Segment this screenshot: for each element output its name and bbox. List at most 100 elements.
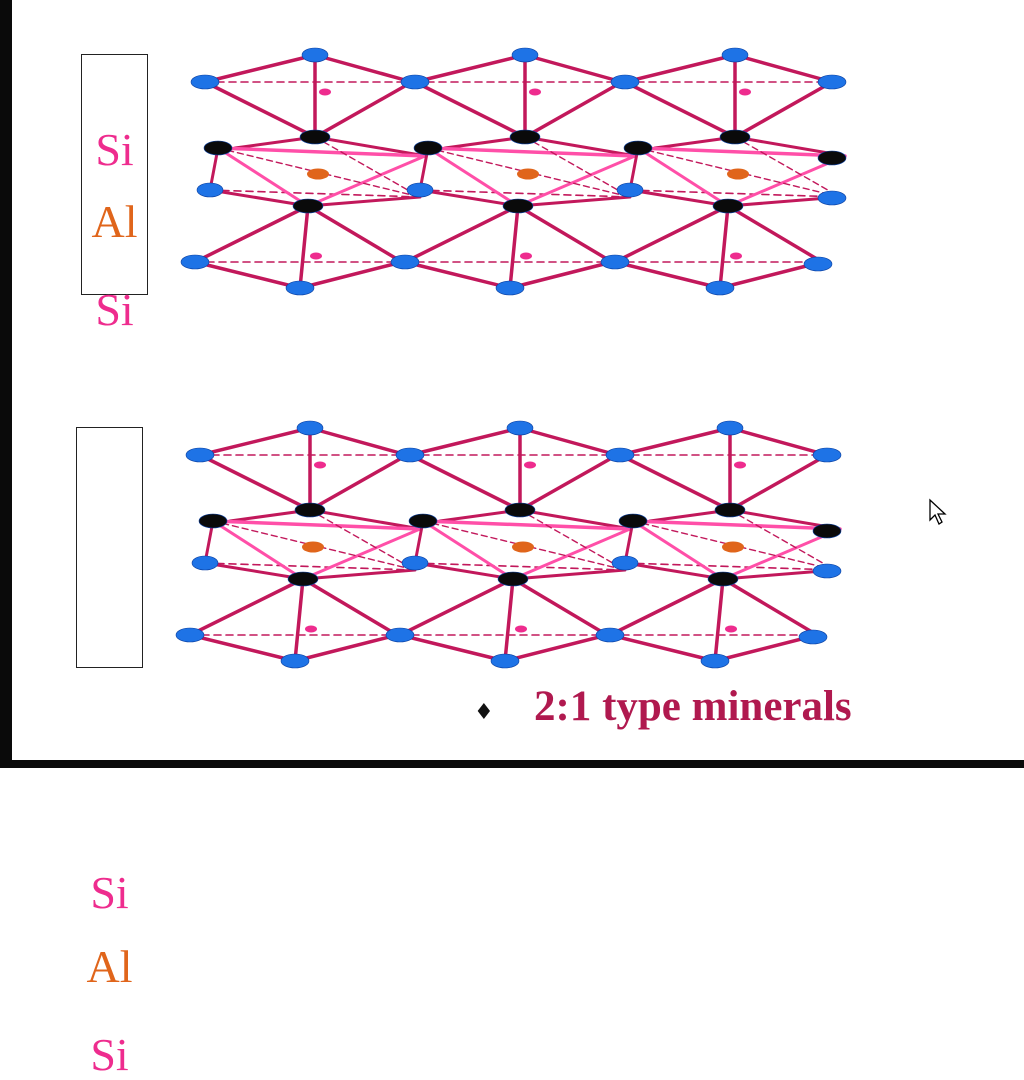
silicon-atom xyxy=(515,625,527,633)
bond-line xyxy=(308,508,417,530)
hydroxyl-atom xyxy=(618,513,648,529)
bond-dashed xyxy=(629,189,841,198)
oxygen-atom xyxy=(506,420,534,436)
bond-line xyxy=(623,561,725,581)
bond-line xyxy=(408,426,522,457)
bond-pink xyxy=(421,519,515,581)
label-si-top: Si xyxy=(95,124,134,175)
bond-line xyxy=(613,260,722,290)
bond-line xyxy=(313,80,414,139)
hydroxyl-atom xyxy=(292,198,324,214)
bond-line xyxy=(726,204,824,264)
bond-line xyxy=(293,633,399,663)
bond-line xyxy=(308,453,409,512)
bond-line xyxy=(518,508,627,530)
bond-pink xyxy=(306,154,427,208)
bond-line xyxy=(623,80,737,139)
hydroxyl-atom xyxy=(707,571,739,587)
hydroxyl-atom xyxy=(712,198,744,214)
hydroxyl-atom xyxy=(714,502,746,518)
bond-line xyxy=(298,204,310,290)
silicon-atom xyxy=(734,461,746,469)
oxygen-atom xyxy=(610,74,640,90)
silicon-atom xyxy=(520,252,532,260)
bond-pink xyxy=(631,519,842,531)
bond-line xyxy=(193,260,302,290)
oxygen-atom xyxy=(401,555,429,571)
silicon-atom xyxy=(305,625,317,633)
oxygen-atom xyxy=(700,653,730,669)
bond-dashed xyxy=(519,509,626,571)
oxygen-atom xyxy=(511,47,539,63)
bond-line xyxy=(293,577,305,663)
bond-pink xyxy=(421,519,632,531)
bond-pink xyxy=(216,146,427,158)
bond-line xyxy=(403,260,512,290)
bond-pink xyxy=(516,154,637,208)
oxygen-atom xyxy=(191,555,219,571)
bond-line xyxy=(203,53,317,84)
oxygen-atom xyxy=(395,447,425,463)
bond-dashed xyxy=(204,562,416,571)
oxygen-atom xyxy=(285,280,315,296)
bond-line xyxy=(728,426,829,457)
oxygen-atom xyxy=(185,447,215,463)
silicon-atom xyxy=(314,461,326,469)
hydroxyl-atom xyxy=(509,129,541,145)
silicon-atom xyxy=(739,88,751,96)
oxygen-atom xyxy=(812,447,842,463)
bond-line xyxy=(306,195,422,208)
bond-line xyxy=(188,633,297,663)
lattice-top xyxy=(180,47,847,296)
bond-pink xyxy=(511,527,632,581)
bond-line xyxy=(503,633,609,663)
bond-line xyxy=(511,577,609,637)
mouse-cursor-icon xyxy=(929,498,947,525)
hydroxyl-atom xyxy=(623,140,653,156)
label-al: Al xyxy=(91,196,138,247)
bond-line xyxy=(503,577,515,663)
hydroxyl-atom xyxy=(299,129,331,145)
bond-line xyxy=(713,577,725,663)
silicon-atom xyxy=(725,625,737,633)
oxygen-atom xyxy=(605,447,635,463)
oxygen-atom xyxy=(495,280,525,296)
bond-line xyxy=(301,568,417,581)
bond-line xyxy=(198,453,312,512)
bond-dashed xyxy=(309,509,416,571)
bond-line xyxy=(188,577,305,637)
bond-line xyxy=(198,426,312,457)
bond-dashed xyxy=(314,136,421,198)
bond-dashed xyxy=(729,509,836,571)
oxygen-atom xyxy=(817,190,847,206)
oxygen-atom xyxy=(196,182,224,198)
bond-line xyxy=(733,135,842,157)
bond-line xyxy=(516,204,614,264)
bond-line xyxy=(516,195,632,208)
oxygen-atom xyxy=(721,47,749,63)
bond-line xyxy=(203,561,305,581)
bond-line xyxy=(413,53,527,84)
bond-dashed xyxy=(734,136,841,198)
bullet-icon: ♦ xyxy=(474,700,494,725)
bond-line xyxy=(208,188,310,208)
silicon-atom xyxy=(319,88,331,96)
hydroxyl-atom xyxy=(287,571,319,587)
label-si-bottom: Si xyxy=(90,1029,129,1080)
label-si-top: Si xyxy=(90,867,129,918)
hydroxyl-atom xyxy=(294,502,326,518)
bond-line xyxy=(193,204,310,264)
bond-line xyxy=(721,577,819,637)
hydroxyl-atom xyxy=(817,150,847,166)
oxygen-atom xyxy=(400,74,430,90)
bond-line xyxy=(733,80,834,139)
bond-line xyxy=(203,80,317,139)
label-si-bottom: Si xyxy=(95,284,134,335)
hydroxyl-atom xyxy=(203,140,233,156)
aluminum-atom xyxy=(307,168,329,180)
silicon-atom xyxy=(524,461,536,469)
bond-pink xyxy=(426,146,520,208)
bond-dashed xyxy=(414,562,626,571)
caption-title: 2:1 type minerals xyxy=(534,683,852,730)
oxygen-atom xyxy=(611,555,639,571)
